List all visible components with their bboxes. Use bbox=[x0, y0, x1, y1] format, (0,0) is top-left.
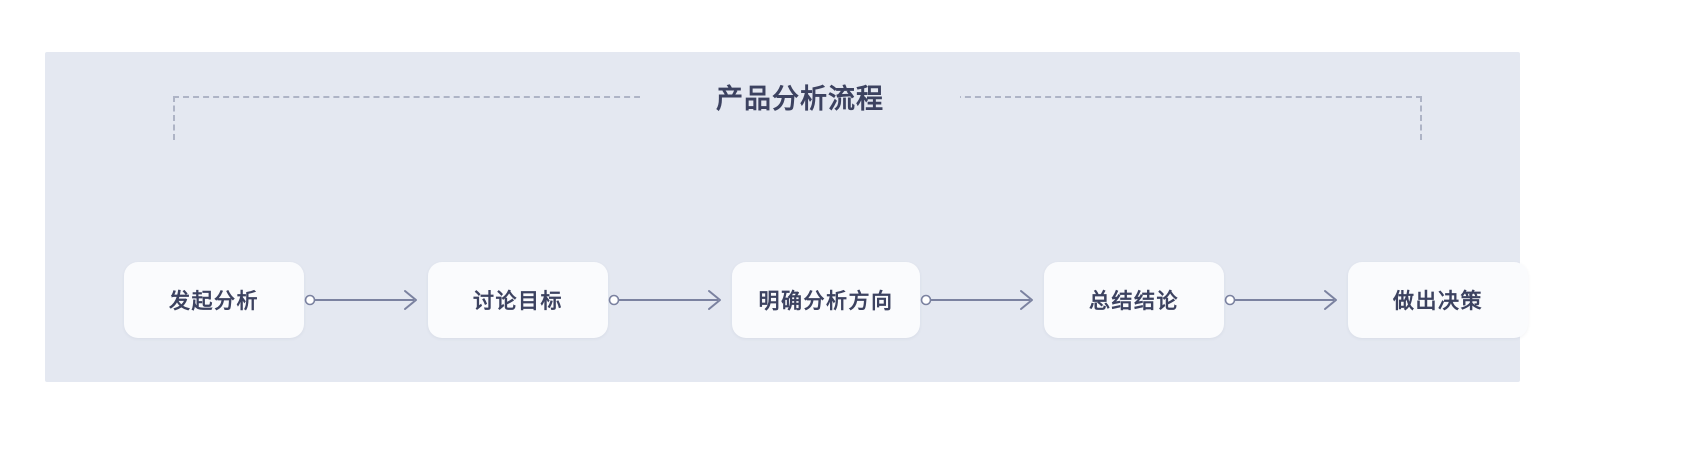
flow-node-3[interactable]: 明确分析方向 bbox=[732, 262, 920, 338]
flow-node-5[interactable]: 做出决策 bbox=[1348, 262, 1528, 338]
flow-node-label: 总结结论 bbox=[1089, 290, 1179, 313]
flow-node-1[interactable]: 发起分析 bbox=[124, 262, 304, 338]
flow-node-label: 做出决策 bbox=[1393, 290, 1483, 313]
circle-line-arrow-icon bbox=[1224, 290, 1337, 310]
flow-node-4[interactable]: 总结结论 bbox=[1044, 262, 1224, 338]
flow-node-label: 明确分析方向 bbox=[758, 290, 894, 313]
flow-connector-1 bbox=[304, 289, 428, 311]
process-flow-row: 发起分析 讨论目标 明确分析方向 bbox=[124, 262, 1528, 338]
flow-node-label: 讨论目标 bbox=[473, 290, 563, 313]
circle-line-arrow-icon bbox=[304, 290, 417, 310]
flow-node-2[interactable]: 讨论目标 bbox=[428, 262, 608, 338]
flow-connector-4 bbox=[1224, 289, 1348, 311]
flow-connector-3 bbox=[920, 289, 1044, 311]
process-group-title: 产品分析流程 bbox=[640, 80, 960, 118]
circle-line-arrow-icon bbox=[920, 290, 1033, 310]
flow-node-label: 发起分析 bbox=[169, 290, 259, 313]
circle-line-arrow-icon bbox=[608, 290, 721, 310]
flow-connector-2 bbox=[608, 289, 732, 311]
